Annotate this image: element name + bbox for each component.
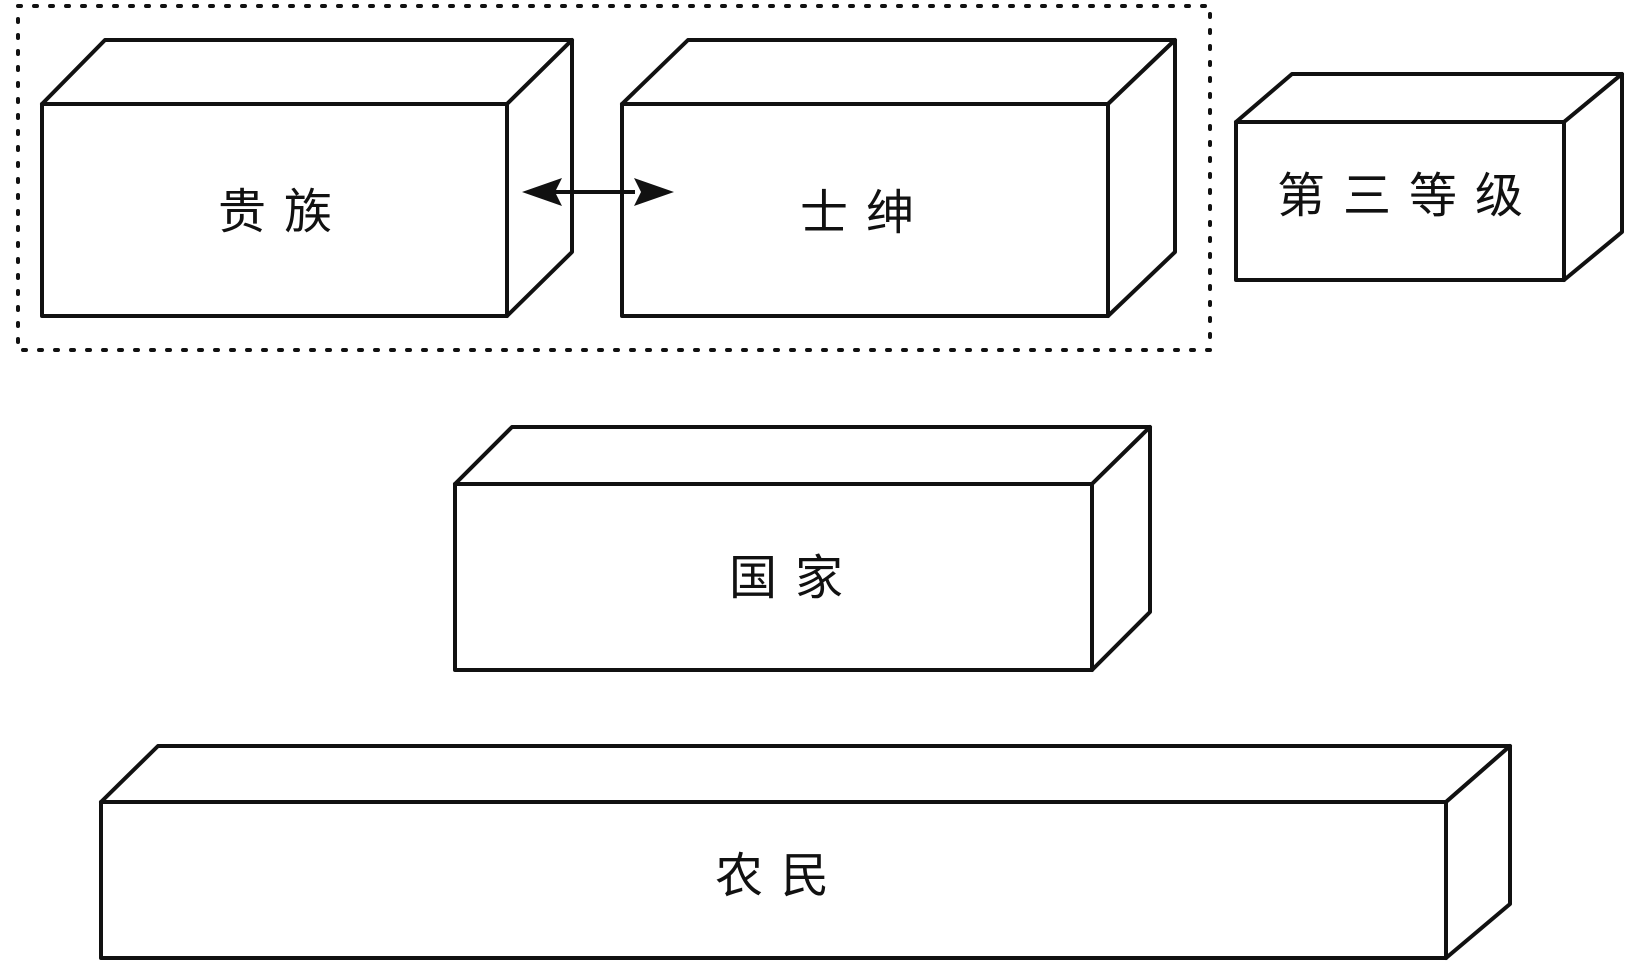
box-third-estate: 第三等级 — [1234, 72, 1624, 282]
elite-group-frame — [16, 4, 1212, 352]
box-gentry-top-face — [620, 38, 1177, 106]
box-peasants: 农民 — [99, 744, 1512, 960]
box-third-estate-top-face — [1234, 72, 1624, 124]
box-gentry: 士绅 — [620, 38, 1177, 318]
nobility-gentry-arrow — [522, 178, 674, 206]
box-gentry-front-face — [620, 102, 1110, 318]
box-state: 国家 — [453, 425, 1152, 672]
box-state-front-face — [453, 482, 1094, 672]
box-nobility: 贵族 — [40, 38, 574, 318]
box-peasants-top-face — [99, 744, 1512, 804]
box-nobility-top-face — [40, 38, 574, 106]
box-state-top-face — [453, 425, 1152, 486]
box-peasants-front-face — [99, 800, 1448, 960]
box-state-label: 国家 — [729, 550, 861, 606]
box-peasants-label: 农民 — [715, 848, 847, 904]
box-third-estate-front-face — [1234, 120, 1566, 282]
box-nobility-front-face — [40, 102, 509, 318]
arrow-head-left — [522, 178, 562, 206]
box-gentry-label: 士绅 — [800, 185, 932, 241]
box-third-estate-label: 第三等级 — [1277, 168, 1541, 224]
arrow-head-right — [634, 178, 674, 206]
box-nobility-label: 贵族 — [218, 184, 350, 240]
